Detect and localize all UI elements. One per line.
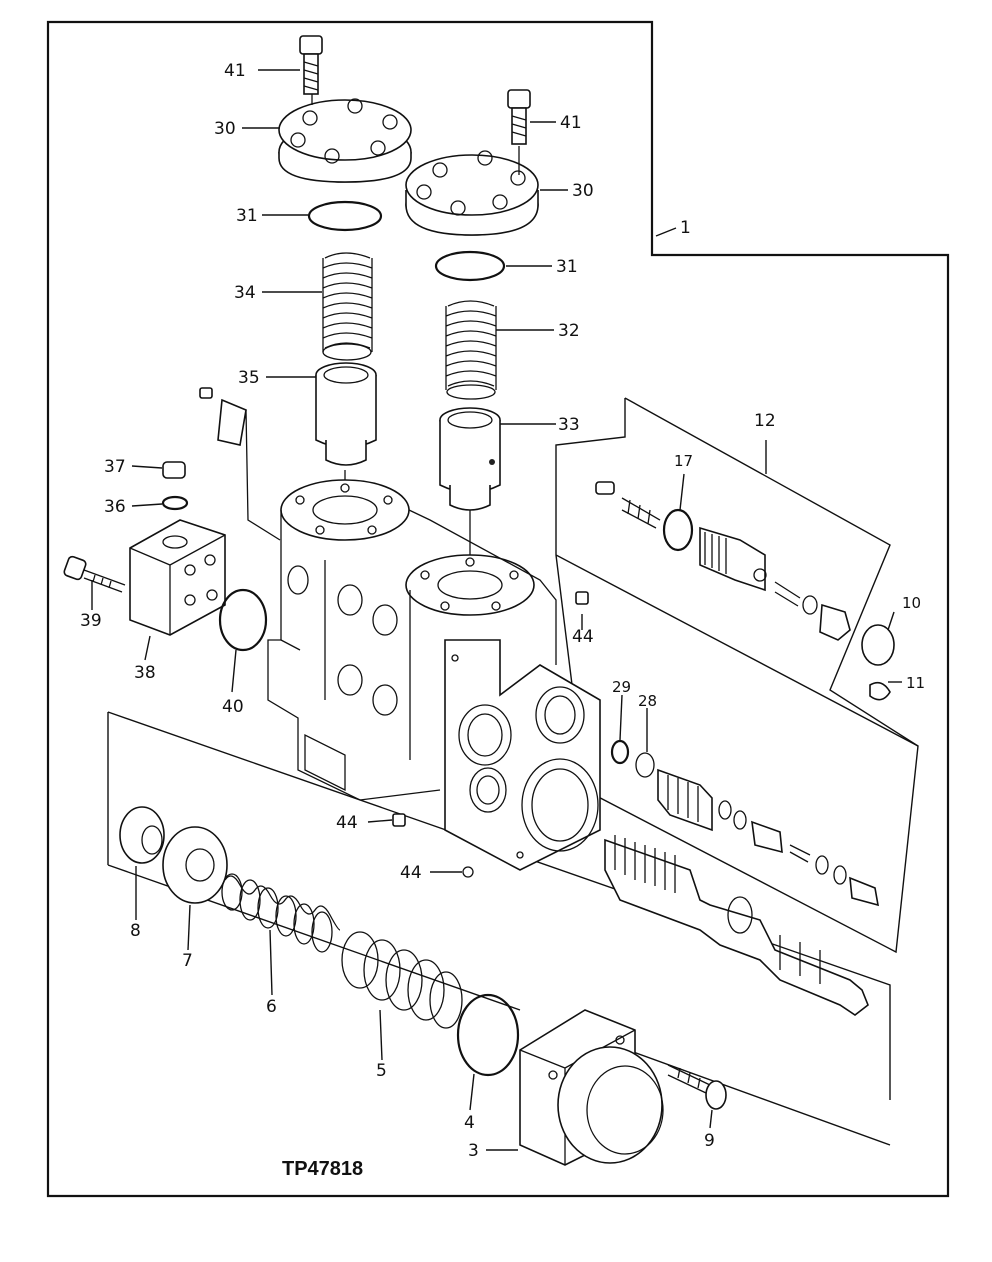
callout-30-left: 30 [214, 119, 236, 139]
cap-screw-right [507, 89, 531, 145]
spring-32 [445, 300, 497, 400]
callout-8: 8 [130, 921, 141, 941]
o-ring-4 [456, 993, 520, 1077]
callout-1: 1 [680, 218, 691, 238]
spring-seat-7 [162, 826, 228, 904]
callout-37: 37 [104, 457, 126, 477]
callout-10: 10 [902, 594, 921, 612]
check-valve-group [610, 739, 880, 907]
leader-lines [91, 69, 902, 1151]
callout-41-left: 41 [224, 61, 246, 81]
main-spool [604, 835, 869, 1016]
spring-seat-8 [119, 806, 165, 864]
cap-screw-left [299, 35, 323, 95]
washer-36 [161, 495, 189, 511]
assembly-boundary [46, 20, 950, 1198]
callout-28: 28 [638, 692, 657, 710]
callout-31-left: 31 [236, 206, 258, 226]
callout-30-right: 30 [572, 181, 594, 201]
callout-36: 36 [104, 497, 126, 517]
callout-17: 17 [674, 452, 693, 470]
o-ring-left [307, 200, 383, 232]
bolt-39 [63, 555, 126, 593]
subassembly-12-boundary [555, 398, 919, 954]
callout-6: 6 [266, 997, 277, 1017]
spring-5 [341, 931, 463, 1029]
valve-housing [267, 479, 601, 871]
plug-37 [162, 461, 186, 479]
bolt-9 [667, 1064, 727, 1110]
callout-4: 4 [464, 1113, 475, 1133]
cover-cap-right [405, 150, 539, 236]
callout-32: 32 [558, 321, 580, 341]
end-cover-3 [519, 1009, 664, 1166]
callout-3: 3 [468, 1141, 479, 1161]
callout-5: 5 [376, 1061, 387, 1081]
callout-9: 9 [704, 1131, 715, 1151]
callout-44-mid: 44 [336, 813, 358, 833]
callout-29: 29 [612, 678, 631, 696]
o-ring-40 [218, 588, 268, 652]
callout-11: 11 [906, 674, 925, 692]
callout-38: 38 [134, 663, 156, 683]
o-ring-right [434, 250, 506, 282]
spring-6 [221, 873, 341, 953]
callout-35: 35 [238, 368, 260, 388]
spring-34 [322, 252, 373, 361]
relief-valve-12 [595, 481, 895, 701]
callout-31-right: 31 [556, 257, 578, 277]
callout-12: 12 [754, 411, 776, 431]
spool-group-boundary [107, 711, 891, 1146]
callout-7: 7 [182, 951, 193, 971]
piston-33 [439, 407, 501, 511]
callout-33: 33 [558, 415, 580, 435]
callout-41-right: 41 [560, 113, 582, 133]
side-block-38 [129, 519, 226, 636]
drawing-id: TP47818 [282, 1158, 363, 1180]
callout-40: 40 [222, 697, 244, 717]
piston-35 [315, 362, 377, 466]
cover-cap-left [278, 98, 412, 183]
callout-34: 34 [234, 283, 256, 303]
callout-39: 39 [80, 611, 102, 631]
callout-44-top: 44 [572, 627, 594, 647]
callout-44-bottom: 44 [400, 863, 422, 883]
